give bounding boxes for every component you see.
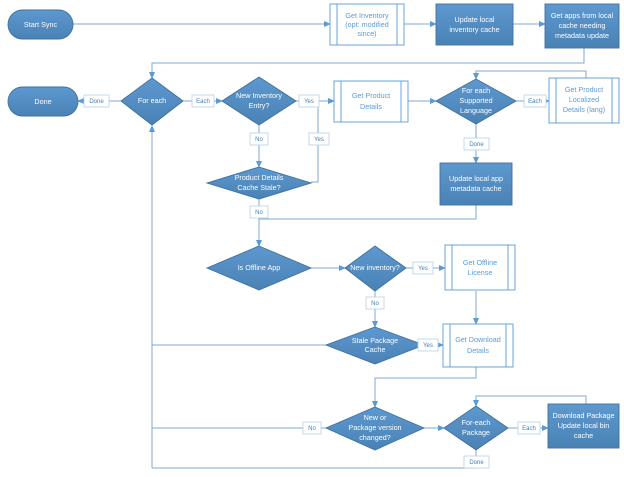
edge-label-yes-prod-cache-stale: Yes	[308, 132, 330, 146]
edge-label-each-lang-text: Each	[528, 99, 542, 105]
edge-label-yes-stale-pkg-cache: Yes	[417, 338, 439, 352]
node-get-loc-details-line1: Get Product	[565, 85, 603, 94]
node-update-local-inventory-cache-line2: inventory cache	[449, 25, 499, 34]
node-get-download-details-line1: Get Download	[455, 335, 501, 344]
node-get-offline-license-line1: Get Offline	[463, 258, 497, 267]
node-foreach-package[interactable]: For-each Package	[443, 405, 509, 451]
edge-prodcachestale-yes-to-getproductdetails	[311, 101, 319, 183]
node-new-pkg-ver-line3: changed?	[359, 433, 391, 442]
edge-label-no-new-pkg-ver: No	[302, 421, 322, 435]
edge-label-each-foreach: Each	[191, 94, 215, 108]
node-download-pkg-line3: cache	[574, 431, 593, 440]
node-get-product-details-line1: Get Product	[352, 91, 390, 100]
node-get-product-details[interactable]: Get Product Details	[333, 80, 409, 123]
edge-label-done-foreach: Done	[83, 94, 110, 108]
node-foreach-package-line1: For-each	[462, 418, 491, 427]
edge-label-done-lang: Done	[463, 137, 490, 151]
node-done-label: Done	[34, 97, 51, 106]
node-stale-package-cache[interactable]: Stale Package Cache	[324, 326, 426, 365]
edge-label-no-new-inventory: No	[365, 296, 385, 310]
edge-label-no-new-inventory-entry-text: No	[255, 137, 263, 143]
node-prod-cache-stale-line1: Product Details	[235, 173, 284, 182]
edge-label-each-pkg-text: Each	[522, 426, 536, 432]
edge-downloadpkg-loop-back	[473, 395, 587, 407]
edge-label-no-prod-cache-stale: No	[249, 205, 269, 219]
node-new-inventory-entry-line1: New Inventory	[236, 91, 282, 100]
node-get-apps-line1: Get apps from local	[551, 11, 614, 20]
node-done[interactable]: Done	[7, 86, 79, 117]
node-new-or-package-version-changed[interactable]: New or Package version changed?	[324, 406, 426, 451]
edge-foreachpkg-done-to-rail	[152, 450, 477, 469]
node-update-app-meta-line1: Update local app	[449, 174, 503, 183]
node-update-local-inventory-cache[interactable]: Update local inventory cache	[435, 3, 514, 46]
node-foreach-lang-line1: For each	[462, 86, 490, 95]
node-foreach-package-line2: Package	[462, 428, 490, 437]
edge-updateappmeta-to-isofflineapp	[256, 205, 477, 247]
node-get-loc-details-line3: Details (lang)	[563, 105, 605, 114]
edge-label-no-new-inventory-entry: No	[249, 132, 269, 146]
edge-label-no-new-pkg-ver-text: No	[308, 426, 316, 432]
node-is-offline-app-label: Is Offline App	[238, 263, 281, 272]
node-get-apps-from-local-cache[interactable]: Get apps from local cache needing metada…	[544, 3, 620, 49]
edge-label-no-prod-cache-stale-text: No	[255, 210, 263, 216]
node-get-inventory-line3: since)	[357, 29, 376, 38]
node-get-apps-line3: metadata update	[555, 31, 609, 40]
node-new-inventory-label: New inventory?	[350, 263, 400, 272]
node-stale-pkg-cache-line1: Stale Package	[352, 336, 398, 345]
node-foreach-label: For each	[138, 96, 166, 105]
node-get-offline-license[interactable]: Get Offline License	[444, 244, 516, 291]
node-get-inventory[interactable]: Get Inventory (opt: modified since)	[329, 3, 405, 46]
edge-label-yes-new-inventory-text: Yes	[418, 266, 428, 272]
edge-label-each-pkg: Each	[517, 421, 541, 435]
node-new-pkg-ver-line1: New or	[364, 413, 387, 422]
node-get-loc-details-line2: Localized	[569, 95, 599, 104]
node-get-download-details-line2: Details	[467, 346, 489, 355]
edge-label-yes-new-inventory-entry: Yes	[298, 94, 320, 108]
edge-getlocalizeddetails-loop-back	[473, 70, 587, 80]
edge-getapps-to-foreach	[149, 48, 585, 79]
node-prod-cache-stale-line2: Cache Stale?	[237, 183, 280, 192]
node-download-pkg-line1: Download Package	[553, 411, 615, 420]
edge-label-yes-stale-pkg-cache-text: Yes	[423, 343, 433, 349]
node-stale-pkg-cache-line2: Cache	[365, 345, 386, 354]
node-foreach-lang-line3: Language	[460, 106, 492, 115]
edge-label-no-new-inventory-text: No	[371, 301, 379, 307]
edge-label-yes-new-inventory: Yes	[412, 261, 434, 275]
node-get-apps-line2: cache needing	[559, 21, 606, 30]
edge-label-each-foreach-text: Each	[196, 99, 210, 105]
edge-label-done-pkg-text: Done	[469, 460, 484, 466]
node-get-download-details[interactable]: Get Download Details	[442, 323, 514, 368]
node-new-inventory-entry[interactable]: New Inventory Entry?	[221, 76, 297, 126]
edge-label-done-foreach-text: Done	[89, 99, 104, 105]
node-foreach-lang-line2: Supported	[459, 96, 492, 105]
node-new-inventory[interactable]: New inventory?	[344, 245, 407, 292]
node-start-sync[interactable]: Start Sync	[7, 9, 74, 40]
node-is-offline-app[interactable]: Is Offline App	[205, 245, 313, 291]
node-update-app-meta-line2: metadata cache	[450, 184, 501, 193]
edge-label-yes-prod-cache-stale-text: Yes	[314, 137, 324, 143]
node-update-local-inventory-cache-line1: Update local	[455, 15, 495, 24]
node-get-inventory-line2: (opt: modified	[345, 20, 389, 29]
edge-label-yes-new-inventory-entry-text: Yes	[304, 99, 314, 105]
node-get-product-details-line2: Details	[360, 102, 382, 111]
node-get-inventory-line1: Get Inventory	[345, 11, 389, 20]
edge-label-each-lang: Each	[523, 94, 547, 108]
node-start-sync-label: Start Sync	[24, 20, 58, 29]
node-foreach[interactable]: For each	[120, 77, 184, 126]
node-download-pkg-line2: Update local bin	[558, 421, 610, 430]
node-get-offline-license-line2: License	[468, 268, 493, 277]
node-download-package[interactable]: Download Package Update local bin cache	[547, 403, 620, 449]
edge-label-done-lang-text: Done	[469, 142, 484, 148]
node-product-details-cache-stale[interactable]: Product Details Cache Stale?	[205, 166, 313, 200]
node-foreach-supported-language[interactable]: For each Supported Language	[435, 78, 517, 125]
node-update-local-app-metadata-cache[interactable]: Update local app metadata cache	[439, 162, 513, 206]
node-new-inventory-entry-line2: Entry?	[249, 101, 270, 110]
node-new-pkg-ver-line2: Package version	[348, 423, 401, 432]
edge-getdownloaddetails-to-newpkgver	[372, 367, 477, 408]
node-get-product-localized-details[interactable]: Get Product Localized Details (lang)	[548, 77, 620, 124]
edge-label-done-pkg: Done	[463, 455, 490, 469]
